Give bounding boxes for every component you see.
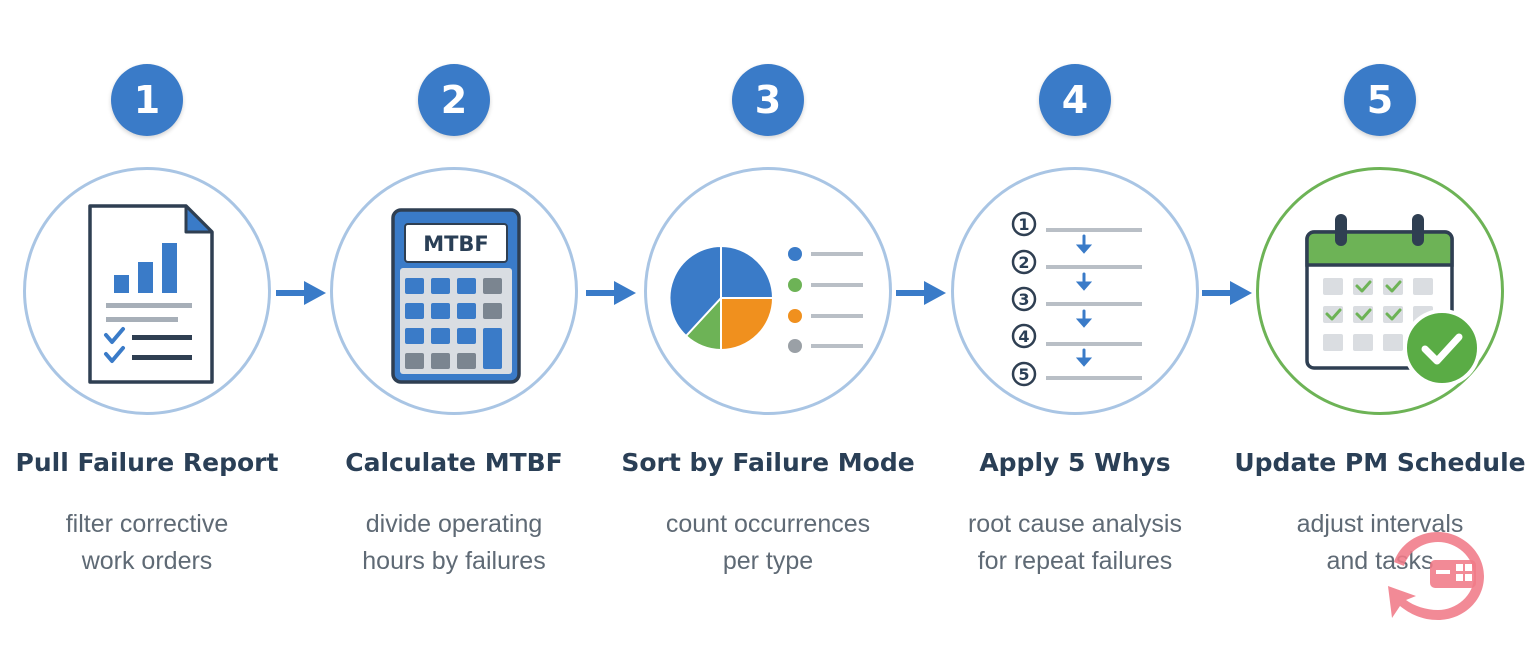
step-3-description-line-1: count occurrences <box>665 510 871 538</box>
list-number-3: 3 <box>1018 290 1029 309</box>
numbered-steps-list-icon: 1 2 3 4 5 <box>1011 211 1142 387</box>
step-2: 2 MTBF <box>304 0 604 672</box>
step-1-description-line-2: work orders <box>81 547 213 575</box>
arrow-right-icon <box>1202 281 1252 305</box>
calendar-check-icon <box>1305 214 1481 387</box>
step-3-title: Sort by Failure Mode <box>621 448 915 477</box>
step-5-icon-ring <box>1256 167 1504 415</box>
step-5-description-line-2: and tasks <box>1326 547 1434 575</box>
step-1-icon-ring <box>23 167 271 415</box>
arrow-right-icon <box>586 281 636 305</box>
step-3-description: count occurrences per type <box>618 506 918 580</box>
step-2-description-line-2: hours by failures <box>362 547 546 575</box>
list-number-4: 4 <box>1018 327 1029 346</box>
step-2-icon-ring: MTBF <box>330 167 578 415</box>
step-1-number-badge: 1 <box>111 64 183 136</box>
step-4: 4 1 2 3 4 5 <box>925 0 1225 672</box>
step-5: 5 <box>1230 0 1530 672</box>
step-5-number-badge: 5 <box>1344 64 1416 136</box>
step-3-icon-ring <box>644 167 892 415</box>
step-4-icon-ring: 1 2 3 4 5 <box>951 167 1199 415</box>
step-1-title: Pull Failure Report <box>15 448 279 477</box>
step-1: 1 Pull Failure Report filter corrective … <box>0 0 297 672</box>
list-number-1: 1 <box>1018 215 1029 234</box>
step-5-title: Update PM Schedule <box>1234 448 1526 477</box>
step-4-description-line-1: root cause analysis <box>967 510 1182 538</box>
arrow-right-icon <box>276 281 326 305</box>
arrow-right-icon <box>896 281 946 305</box>
step-3-description-line-2: per type <box>722 547 814 575</box>
step-4-number-badge: 4 <box>1039 64 1111 136</box>
step-2-title: Calculate MTBF <box>345 448 563 477</box>
step-2-number-badge: 2 <box>418 64 490 136</box>
step-2-description-line-1: divide operating <box>365 510 543 538</box>
list-number-2: 2 <box>1018 253 1029 272</box>
report-chart-document-icon <box>88 204 214 384</box>
step-5-description: adjust intervals and tasks <box>1230 506 1530 580</box>
list-number-5: 5 <box>1018 365 1029 384</box>
step-1-description: filter corrective work orders <box>0 506 297 580</box>
step-4-title: Apply 5 Whys <box>979 448 1171 477</box>
step-4-description: root cause analysis for repeat failures <box>925 506 1225 580</box>
calculator-display-text: MTBF <box>423 232 489 256</box>
step-3: 3 Sort by Failure Mode count occurrences… <box>618 0 918 672</box>
step-4-description-line-2: for repeat failures <box>977 547 1173 575</box>
step-2-description: divide operating hours by failures <box>304 506 604 580</box>
pie-chart-legend-icon <box>668 244 863 353</box>
step-3-number-badge: 3 <box>732 64 804 136</box>
step-1-description-line-1: filter corrective <box>65 510 229 538</box>
watermark-logo-icon <box>1388 532 1484 620</box>
calculator-icon: MTBF <box>391 208 521 384</box>
